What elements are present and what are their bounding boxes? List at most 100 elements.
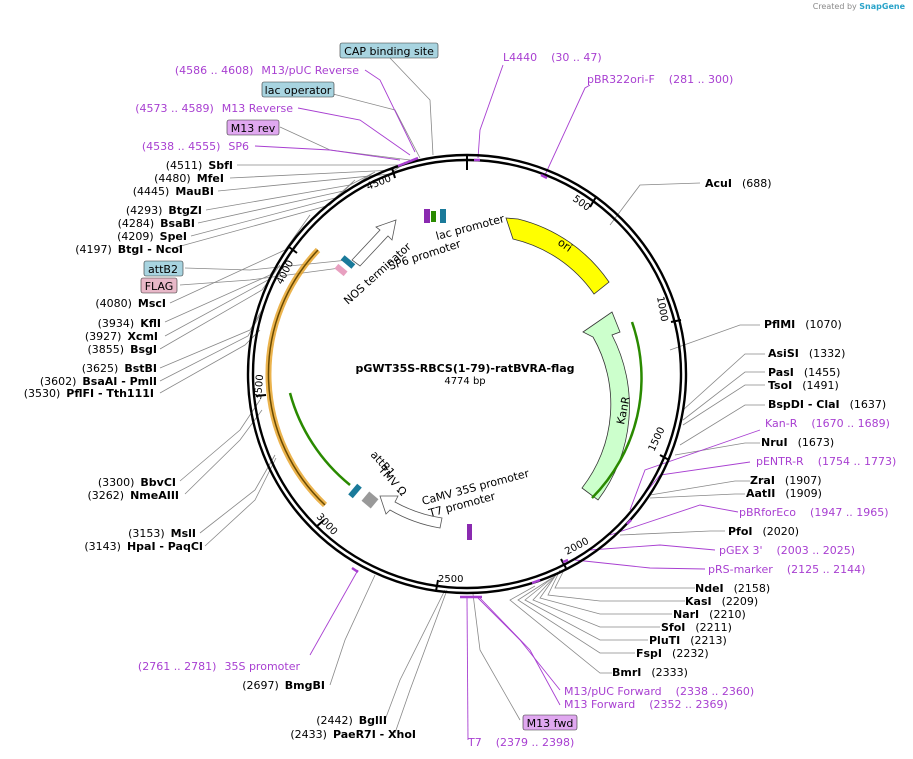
attb2-mark: [340, 255, 356, 269]
tick-500: 500: [570, 194, 592, 214]
tick-1500: 1500: [647, 426, 668, 454]
enzyme-label: (4445)MauBI: [133, 185, 214, 198]
enzyme-label: (4511)SbfI: [166, 159, 233, 172]
snapgene-credit: Created by SnapGene: [813, 2, 905, 11]
tick-1000: 1000: [654, 296, 669, 323]
lac-operator-box-label: lac operator: [265, 84, 332, 97]
enzymes-right: AcuI(688) PflMI(1070) AsiSI(1332) PasI(1…: [612, 177, 886, 679]
enzyme-label: (3934)KflI: [98, 317, 161, 330]
enzyme-label: AatII(1909): [746, 487, 822, 500]
enzyme-label: (4197)BtgI - NcoI: [75, 243, 183, 256]
enzyme-label: (3855)BsgI: [88, 343, 157, 356]
flag-label: FLAG: [145, 280, 174, 293]
tick-2500: 2500: [438, 574, 463, 585]
attb2-label: attB2: [148, 263, 178, 276]
t7-mark: [467, 524, 472, 540]
tick-2000: 2000: [563, 536, 591, 558]
tmv-mark: [361, 491, 379, 509]
enzyme-label: KasI(2209): [685, 595, 758, 608]
cds-inner-arc: [267, 249, 326, 506]
enzyme-label: (4293)BtgZI: [126, 204, 202, 217]
ori-feature: [505, 217, 610, 295]
primers-left: (2761 .. 2781)35S promoter (4586 .. 4608…: [135, 64, 359, 673]
credit-prefix: Created by: [812, 2, 857, 11]
enzyme-label: (3300)BbvCI: [98, 476, 176, 489]
enzyme-label: NruI(1673): [761, 436, 834, 449]
primer-label: pGEX 3'(2003 .. 2025): [719, 544, 855, 557]
primer-label: T7(2379 .. 2398): [467, 736, 574, 749]
enzyme-label: SfoI(2211): [661, 621, 732, 634]
enzyme-label: TsoI(1491): [768, 379, 839, 392]
enzyme-label: (3262)NmeAIII: [88, 489, 180, 502]
enzyme-label: (2433)PaeR7I - XhoI: [290, 728, 416, 741]
cap-binding-box: CAP binding site: [339, 42, 439, 59]
m13-fwd-label: M13 fwd: [527, 717, 574, 730]
primer-label: pRS-marker(2125 .. 2144): [708, 563, 865, 576]
enzyme-label: (4480)MfeI: [154, 172, 224, 185]
primer-leader-lines: [254, 64, 761, 741]
enzyme-label: PfoI(2020): [728, 525, 799, 538]
camv-arrow: [379, 495, 443, 529]
enzyme-label: (2442)BglII: [316, 714, 387, 727]
tick-3500: 3500: [253, 374, 266, 400]
enzyme-label: (2697)BmgBI: [242, 679, 325, 692]
flag-box: FLAG: [140, 277, 178, 294]
cap-site-mark: [440, 209, 446, 223]
leader-lines: [159, 57, 765, 734]
enzyme-label: BmrI(2333): [612, 666, 688, 679]
nos-terminator-label: NOS terminator: [341, 240, 414, 307]
enzymes-left: (4511)SbfI (4480)MfeI (4445)MauBI (4293)…: [24, 159, 416, 741]
enzyme-label: (4284)BsaBI: [118, 217, 195, 230]
flag-mark: [334, 263, 348, 277]
enzyme-label: ZraI(1907): [750, 474, 822, 487]
primer-label: M13 Forward(2352 .. 2369): [564, 698, 728, 711]
primer-label: pBRforEco(1947 .. 1965): [739, 506, 889, 519]
enzyme-label: (4080)MscI: [95, 297, 166, 310]
enzyme-label: BspDI - ClaI(1637): [768, 398, 886, 411]
enzyme-label: (3143)HpaI - PaqCI: [84, 540, 203, 553]
enzyme-label: FspI(2232): [636, 647, 709, 660]
primer-label: (4586 .. 4608)M13/pUC Reverse: [175, 64, 359, 77]
snapgene-logo: SnapGene: [859, 2, 905, 11]
enzyme-label: NarI(2210): [673, 608, 746, 621]
enzyme-label: (3625)BstBI: [82, 362, 157, 375]
enzyme-label: AcuI(688): [705, 177, 772, 190]
cap-binding-label: CAP binding site: [344, 45, 434, 58]
primer-label: (2761 .. 2781)35S promoter: [138, 660, 301, 673]
enzyme-label: AsiSI(1332): [768, 347, 845, 360]
map-title: pGWT35S-RBCS(1-79)-ratBVRA-flag: [355, 362, 574, 375]
m13-fwd-box: M13 fwd: [522, 714, 578, 731]
primer-label: L4440(30 .. 47): [503, 51, 602, 64]
nos-terminator-arrow: [351, 219, 397, 267]
m13-rev-box: M13 rev: [226, 119, 280, 136]
primer-label: pENTR-R(1754 .. 1773): [756, 455, 896, 468]
primer-marks: [351, 156, 632, 599]
kanr-label: KanR: [614, 395, 633, 426]
cds-orange-arc: [265, 247, 328, 508]
map-length: 4774 bp: [444, 376, 485, 387]
lac-operator-box: lac operator: [261, 81, 335, 98]
kanr-feature: [581, 311, 630, 501]
enzyme-label: NdeI(2158): [695, 582, 770, 595]
enzyme-label: PluTI(2213): [649, 634, 727, 647]
m13-rev-label: M13 rev: [231, 122, 276, 135]
tick-marks: [255, 155, 682, 592]
enzyme-label: (4209)SpeI: [117, 230, 187, 243]
enzyme-label: (3602)BsaAI - PmlI: [40, 375, 157, 388]
primers: L4440(30 .. 47) pBR322ori-F(281 .. 300) …: [467, 51, 896, 749]
enzyme-label: PflMI(1070): [764, 318, 842, 331]
lac-operator-mark: [424, 209, 430, 223]
sp6-mark: [431, 211, 436, 222]
primer-label: M13/pUC Forward(2338 .. 2360): [564, 685, 754, 698]
primer-label: (4538 .. 4555)SP6: [142, 140, 249, 153]
primer-label: pBR322ori-F(281 .. 300): [587, 73, 733, 86]
primer-label: Kan-R(1670 .. 1689): [765, 417, 890, 430]
enzyme-label: PasI(1455): [768, 366, 840, 379]
enzyme-label: (3530)PflFI - Tth111I: [24, 387, 154, 400]
attb1-mark: [348, 483, 362, 499]
cds-green-arc: [288, 392, 351, 486]
enzyme-label: (3927)XcmI: [85, 330, 158, 343]
kanr-orf-arc: [591, 321, 643, 499]
attb2-box: attB2: [143, 260, 184, 277]
